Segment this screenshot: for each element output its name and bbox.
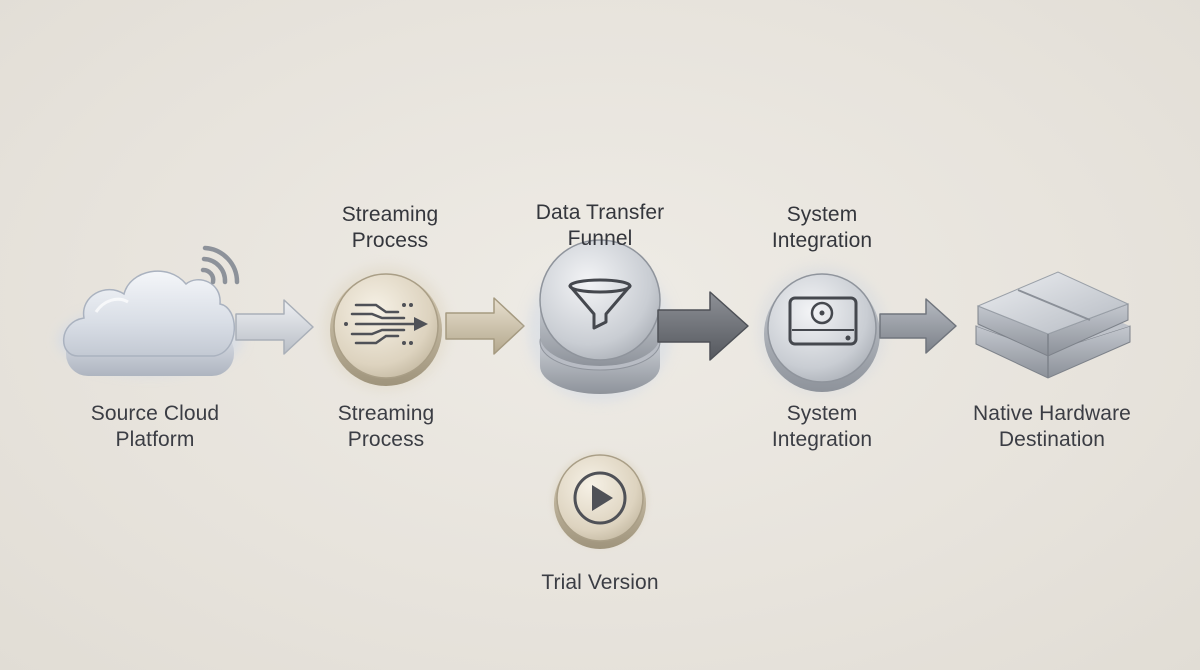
streaming-top-line1: Streaming <box>341 203 439 226</box>
destination-line2: Destination <box>998 428 1106 451</box>
system-integration-bottom-label: System Integration <box>722 401 922 453</box>
flow-arrow-4 <box>879 298 957 354</box>
integration-top-line1: System <box>786 203 858 226</box>
streaming-top-line2: Process <box>351 229 429 252</box>
trial-version-label: Trial Version <box>500 570 700 596</box>
source-line2: Platform <box>115 428 195 451</box>
funnel-top-line1: Data Transfer <box>535 201 665 224</box>
streaming-process-bottom-label: Streaming Process <box>286 401 486 453</box>
integration-bottom-line1: System <box>786 402 858 425</box>
destination-line1: Native Hardware <box>973 402 1131 425</box>
funnel-top-line2: Funnel <box>567 227 633 250</box>
funnel-icon <box>528 239 672 402</box>
integration-bottom-line2: Integration <box>771 428 873 451</box>
flow-arrow-1 <box>235 299 314 355</box>
hard-drive-icon <box>758 266 886 394</box>
flow-arrow-3 <box>657 291 749 361</box>
wireless-signal-icon <box>200 245 240 285</box>
system-integration-top-label: System Integration <box>722 202 922 254</box>
streaming-bottom-line1: Streaming <box>337 402 435 425</box>
play-icon <box>552 452 648 549</box>
source-line1: Source Cloud <box>90 402 220 425</box>
data-transfer-funnel-label: Data Transfer Funnel <box>500 200 700 252</box>
trial-version-text: Trial Version <box>541 571 659 594</box>
integration-top-line2: Integration <box>771 229 873 252</box>
console-hardware-icon <box>975 271 1131 379</box>
streaming-bottom-line2: Process <box>347 428 425 451</box>
source-cloud-platform-label: Source Cloud Platform <box>55 401 255 453</box>
native-hardware-destination-label: Native Hardware Destination <box>952 401 1152 453</box>
flow-arrow-2 <box>445 297 525 355</box>
data-stream-icon <box>324 266 448 390</box>
streaming-process-top-label: Streaming Process <box>290 202 490 254</box>
cloud-icon <box>58 270 242 376</box>
